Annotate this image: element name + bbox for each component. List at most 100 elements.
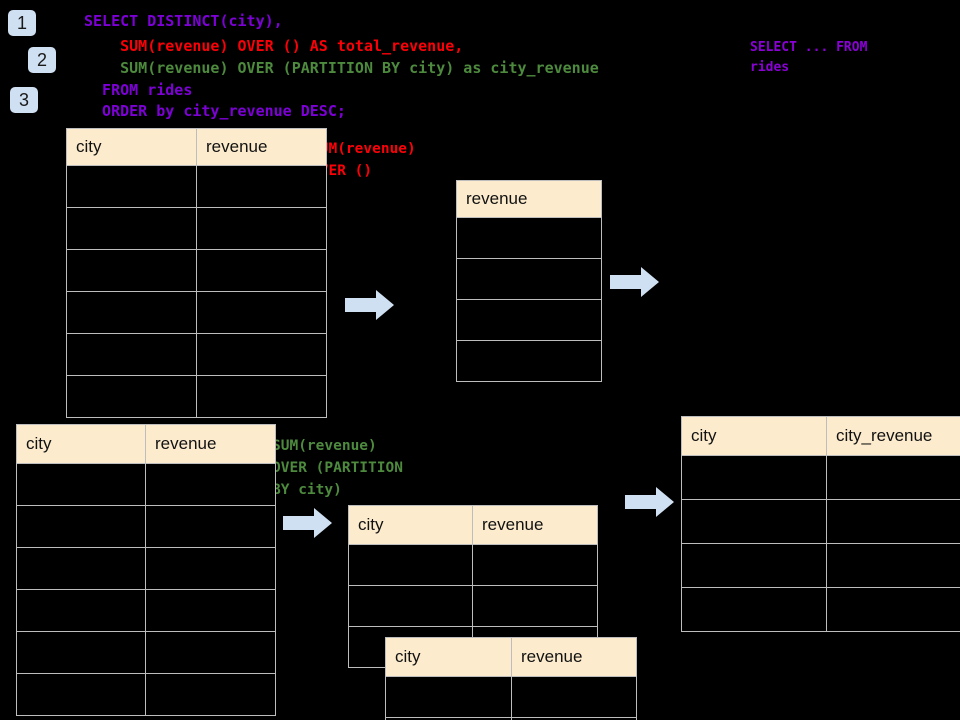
- partition-table-b: city revenue: [385, 637, 637, 720]
- table-row: [385, 676, 637, 718]
- cell-city: [16, 547, 146, 590]
- step-badge-2: 2: [28, 47, 56, 73]
- table-row: [16, 547, 276, 590]
- cell-city-revenue: [826, 587, 960, 632]
- table-header-row: city city_revenue: [681, 416, 960, 456]
- table-row: [681, 455, 960, 500]
- cell-city: [66, 165, 197, 208]
- table-row: [456, 258, 602, 300]
- step-badge-1: 1: [8, 10, 36, 36]
- sql-line-total-revenue: SUM(revenue) OVER () AS total_revenue,: [84, 37, 464, 55]
- cell-city: [16, 673, 146, 716]
- cell-city: [16, 505, 146, 548]
- cell-revenue: [456, 217, 602, 259]
- table-row: [16, 589, 276, 632]
- cell-city: [66, 291, 197, 334]
- table-row: [66, 291, 327, 334]
- cell-city: [348, 544, 473, 586]
- table-row: [348, 585, 598, 627]
- column-header-city: city: [16, 424, 146, 464]
- table-body: [66, 165, 327, 418]
- table-row: [681, 499, 960, 544]
- table-body: [456, 217, 602, 382]
- sql-line-city-revenue: SUM(revenue) OVER (PARTITION BY city) as…: [84, 59, 599, 77]
- table-row: [66, 375, 327, 418]
- table-row: [16, 463, 276, 506]
- cell-revenue: [196, 165, 327, 208]
- cell-revenue: [145, 463, 276, 506]
- arrow-top-right: [610, 265, 660, 304]
- table-row: [456, 217, 602, 259]
- table-body: [681, 455, 960, 632]
- table-row: [456, 299, 602, 341]
- cell-revenue: [196, 291, 327, 334]
- annotation-city-revenue-line1: SUM(revenue): [272, 438, 377, 454]
- arrow-bottom-left: [283, 506, 333, 545]
- step-badge-3: 3: [10, 87, 38, 113]
- cell-revenue: [456, 299, 602, 341]
- partition-table-a: city revenue: [348, 505, 598, 668]
- column-header-city: city: [681, 416, 827, 456]
- cell-revenue: [511, 717, 637, 720]
- table-header-row: city revenue: [385, 637, 637, 677]
- cell-city: [681, 499, 827, 544]
- cell-revenue: [472, 544, 598, 586]
- cell-revenue: [456, 258, 602, 300]
- table-header-row: city revenue: [66, 128, 327, 166]
- cell-revenue: [196, 333, 327, 376]
- table-row: [16, 673, 276, 716]
- rides-source-table-top: city revenue: [66, 128, 327, 418]
- sql-line-select-distinct: SELECT DISTINCT(city),: [84, 12, 283, 30]
- cell-revenue: [145, 547, 276, 590]
- cell-city: [66, 375, 197, 418]
- cell-city: [681, 455, 827, 500]
- side-note-rides: rides: [750, 60, 790, 75]
- city-revenue-result-table: city city_revenue: [681, 416, 960, 632]
- rides-source-table-bottom: city revenue: [16, 424, 276, 716]
- column-header-city-revenue: city_revenue: [826, 416, 960, 456]
- table-row: [66, 165, 327, 208]
- cell-revenue: [456, 340, 602, 382]
- table-header-row: city revenue: [348, 505, 598, 545]
- table-body: [385, 676, 637, 720]
- cell-revenue: [145, 589, 276, 632]
- total-revenue-table: revenue: [456, 180, 602, 382]
- cell-revenue: [472, 585, 598, 627]
- table-row: [66, 249, 327, 292]
- cell-city: [348, 585, 473, 627]
- column-header-revenue: revenue: [456, 180, 602, 218]
- cell-city-revenue: [826, 455, 960, 500]
- table-row: [456, 340, 602, 382]
- sql-line-from-rides: FROM rides: [84, 81, 193, 99]
- column-header-revenue: revenue: [196, 128, 327, 166]
- annotation-total-revenue-line1: SUM(revenue): [311, 141, 416, 157]
- column-header-city: city: [66, 128, 197, 166]
- arrow-top-left: [345, 288, 395, 327]
- cell-city-revenue: [826, 543, 960, 588]
- annotation-city-revenue-line2: OVER (PARTITION: [272, 460, 403, 476]
- table-row: [16, 505, 276, 548]
- table-body: [348, 544, 598, 668]
- annotation-city-revenue-line3: BY city): [272, 482, 342, 498]
- column-header-revenue: revenue: [145, 424, 276, 464]
- table-row: [681, 543, 960, 588]
- cell-revenue: [145, 673, 276, 716]
- cell-revenue: [196, 249, 327, 292]
- column-header-revenue: revenue: [511, 637, 637, 677]
- side-note-select-from: SELECT ... FROM: [750, 40, 868, 55]
- arrow-bottom-right: [625, 485, 675, 524]
- cell-revenue: [511, 676, 637, 718]
- column-header-city: city: [385, 637, 512, 677]
- table-row: [348, 544, 598, 586]
- cell-city: [16, 631, 146, 674]
- sql-line-order-by: ORDER by city_revenue DESC;: [84, 102, 346, 120]
- cell-city: [681, 543, 827, 588]
- cell-city: [66, 207, 197, 250]
- table-row: [385, 717, 637, 720]
- cell-revenue: [196, 375, 327, 418]
- column-header-city: city: [348, 505, 473, 545]
- table-row: [66, 207, 327, 250]
- cell-city: [66, 249, 197, 292]
- column-header-revenue: revenue: [472, 505, 598, 545]
